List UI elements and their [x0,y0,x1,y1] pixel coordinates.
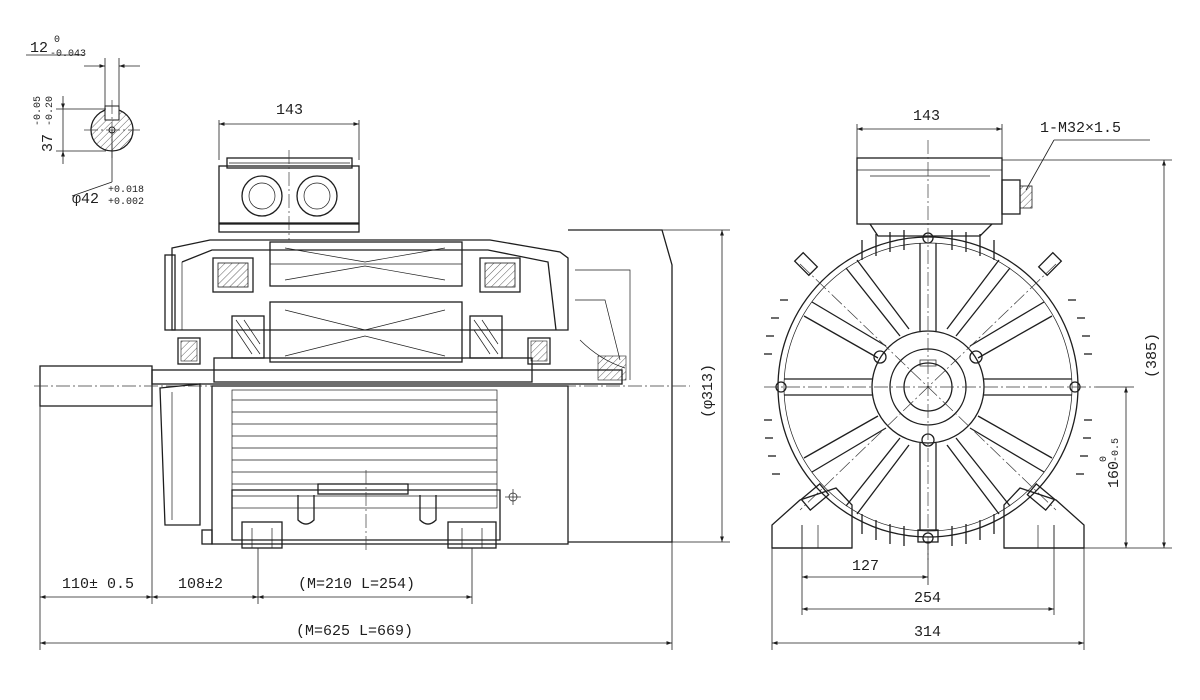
side-terminal-box-width: 143 [276,102,303,119]
center-height-tol-lower: -0.5 [1111,438,1122,462]
shaft-to-foot-label: 108±2 [178,576,223,593]
cable-gland-label: 1-M32×1.5 [1040,120,1121,137]
key-width-tol-lower: -0.043 [50,49,86,60]
shaft-dia-tol-lower: +0.002 [108,197,144,208]
overall-length-label: (M=625 L=669) [296,623,413,640]
key-width-tol-upper: 0 [54,35,60,46]
key-depth-tol-upper: -0.05 [33,96,44,126]
key-depth-label: 37 [40,134,57,152]
shaft-dia-tol-upper: +0.018 [108,185,144,196]
foot-span-label: (M=210 L=254) [298,576,415,593]
frame-height-label: (φ313) [700,364,717,418]
base-width-label: 314 [914,624,941,641]
center-height-tol-upper: 0 [1099,456,1110,462]
half-foot-width-label: 127 [852,558,879,575]
center-height-label: 160 [1106,461,1123,488]
shaft-diameter-label: φ42 [72,191,99,208]
shaft-section-detail [26,54,140,197]
end-terminal-box-width: 143 [913,108,940,125]
shaft-extension-label: 110± 0.5 [62,576,134,593]
key-depth-tol-lower: -0.20 [45,96,56,126]
side-view [34,150,690,552]
key-width-label: 12 [30,40,48,57]
side-view-dimensions [39,120,730,650]
foot-hole-span-label: 254 [914,590,941,607]
end-view [764,140,1096,560]
end-view-dimensions [771,124,1172,650]
overall-height-label: (385) [1144,333,1161,378]
